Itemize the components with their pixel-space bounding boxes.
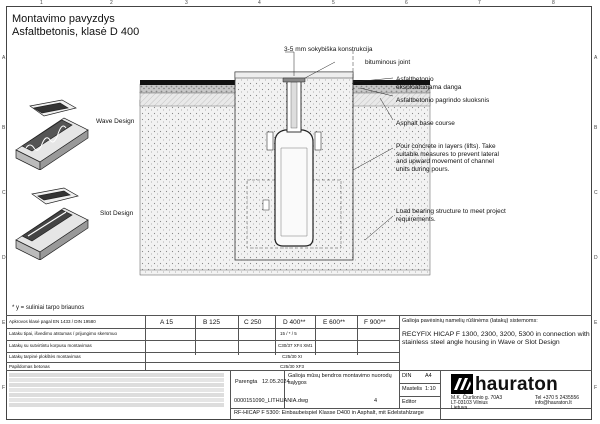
tb-line: [6, 352, 399, 353]
load-class-d400: D 400**: [283, 319, 306, 326]
callout-binder-course: Asfaltbetonio pagrindo sluoksnis: [396, 97, 490, 104]
wave-design-label: Wave Design: [96, 118, 135, 125]
row-value-slab: C25/30 XI: [282, 354, 303, 359]
hauraton-mark-icon: [451, 374, 473, 394]
footnote: * y = suliniai tarpo briaunos: [12, 305, 85, 311]
row-value-channel-types: 15 / * / 5: [280, 331, 297, 336]
grid-letter-b-right: B: [594, 125, 598, 131]
format-label: DIN: [402, 373, 412, 379]
tb-line: [275, 315, 276, 355]
callout-base-course: Asphalt base course: [396, 120, 455, 127]
slot-design-sketch: [15, 187, 89, 260]
tb-line: [440, 370, 441, 420]
phone: Tel +370 5 2435556: [535, 395, 580, 401]
grid-letter-b: B: [2, 125, 6, 131]
grid-number-2: 2: [110, 0, 113, 6]
tb-line: [284, 370, 285, 408]
cross-section-drawing: [139, 50, 431, 276]
tb-line: [6, 362, 399, 363]
callout-load-bearing: Load bearing structure to meet project r…: [396, 208, 506, 223]
company-note: Galioja mūsų bendros montavimo nuorodų s…: [288, 373, 392, 386]
tb-line: [399, 396, 440, 397]
slot-design-label: Slot Design: [100, 210, 134, 217]
grid-number-5: 5: [332, 0, 335, 6]
grid-letter-e-right: E: [594, 320, 598, 326]
editor-label: Editor: [402, 399, 417, 405]
drawing-frame: [6, 6, 592, 420]
product-description: RECYFIX HICAP F 1300, 2300, 3200, 5300 i…: [402, 331, 590, 346]
tb-line: [6, 328, 399, 329]
scale-label: Mastelis: [402, 386, 423, 392]
drawn-value: 12.05.2024: [262, 379, 290, 385]
tb-line: [315, 315, 316, 355]
tb-line: [6, 370, 592, 371]
grid-letter-c-right: C: [594, 190, 598, 196]
brand-name: hauraton: [475, 374, 558, 395]
load-class-e600: E 600**: [323, 319, 346, 326]
grid-letter-d: D: [2, 255, 6, 261]
drawn-label: Parengta: [235, 379, 258, 385]
load-class-b125: B 125: [203, 319, 220, 326]
load-class-c250: C 250: [244, 319, 262, 326]
grid-number-4: 4: [258, 0, 261, 6]
email: info@hauraton.lt: [535, 400, 572, 406]
grid-letter-a-right: A: [594, 55, 598, 61]
tb-line: [6, 340, 399, 341]
sheet-value: 4: [374, 398, 378, 404]
row-label-additional: Papildomas betonas: [9, 364, 50, 369]
grid-letter-d-right: D: [594, 255, 598, 261]
joint-label: bituminous joint: [365, 59, 411, 66]
row-label-load-class: Apkrovos klasė pagal EN 1433 / DIN 19580: [9, 319, 96, 324]
scale-value: 1:10: [425, 386, 436, 392]
tb-line: [6, 315, 592, 316]
drawing-title: Montavimo pavyzdys: [12, 13, 115, 25]
tb-line: [238, 315, 239, 355]
row-value-additional: C25/30 XF3: [280, 364, 305, 369]
drawing-subtitle: Asfaltbetonis, klasė D 400: [12, 26, 140, 38]
load-class-f900: F 900**: [364, 319, 386, 326]
grid-letter-c: C: [2, 190, 6, 196]
address-line2: LT-03103 Vilnius: [451, 400, 488, 406]
grid-letter-a: A: [2, 55, 6, 61]
file-caption: RF-HICAP F 5300: Einbaubeispiel Klasse D…: [234, 410, 424, 416]
callout-wearing-course: Asfaltbetonio eksploatuojama danga: [396, 76, 462, 91]
tb-line: [145, 315, 146, 370]
grid-letter-f-right: F: [594, 385, 598, 391]
row-label-channel-types: Lataku tipai, išvedimo atstumas / prijun…: [9, 331, 118, 336]
format-value: A4: [425, 373, 432, 379]
drawing-number: 0000151090_LITHUANIA.dwg: [234, 398, 308, 404]
legal-note: [9, 373, 224, 407]
address-line3: Lietuva: [451, 405, 468, 411]
callout-pour-concrete: Pour concrete in layers (lifts). Take su…: [396, 143, 499, 173]
tb-line: [399, 315, 400, 408]
tb-line: [230, 408, 592, 409]
grid-number-3: 3: [185, 0, 188, 6]
grid-letter-e: E: [2, 320, 6, 326]
wave-design-sketch: [15, 99, 89, 170]
row-label-reinforced: Latakų su sutvirtintu korpusu montavimas: [9, 343, 92, 348]
address-line1: M.K. Čiurlionio g. 70A3: [451, 395, 503, 401]
tb-line: [357, 315, 358, 355]
grid-number-1: 1: [40, 0, 43, 6]
hauraton-logo: hauraton M.K. Čiurlionio g. 70A3 LT-0310…: [447, 371, 590, 411]
tb-line: [230, 370, 231, 420]
tb-line: [195, 315, 196, 355]
row-value-reinforced: C30/37 XF4 XM1: [278, 343, 313, 348]
grid-number-6: 6: [405, 0, 408, 6]
tb-line: [399, 383, 440, 384]
grid-number-7: 7: [478, 0, 481, 6]
tb-header: Galioja pavėsinių namelių rūšinėms (lata…: [402, 318, 538, 324]
load-class-a15: A 15: [160, 319, 174, 326]
top-bar-label: 3-5 mm sokybiška konstrukcija: [284, 46, 373, 53]
grid-letter-f: F: [2, 385, 6, 391]
grid-number-8: 8: [552, 0, 555, 6]
row-label-slab: Latakų tarpinė plokštės montavimas: [9, 354, 81, 359]
